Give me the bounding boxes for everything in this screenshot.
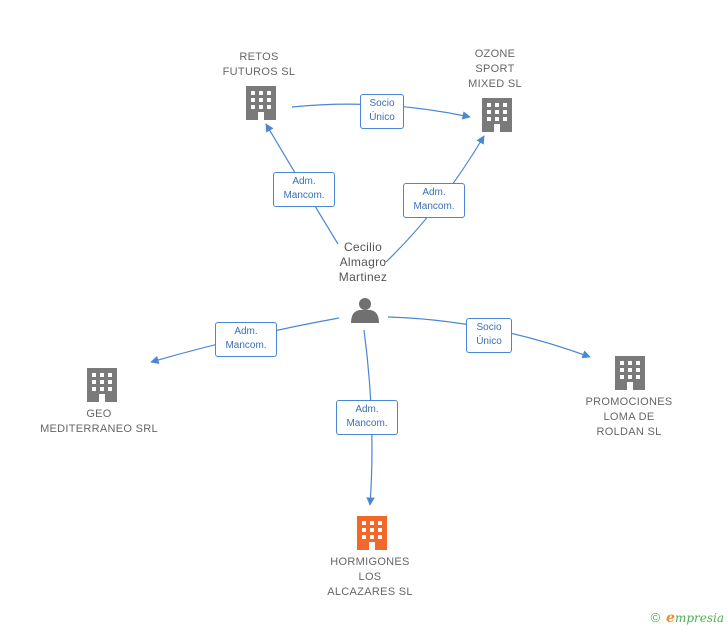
- building-icon-ozone[interactable]: [482, 98, 512, 132]
- node-label-promociones[interactable]: PROMOCIONES LOMA DE ROLDAN SL: [585, 396, 673, 438]
- building-icon-retos[interactable]: [246, 86, 276, 120]
- building-icon-hormigones[interactable]: [357, 516, 387, 550]
- building-icon-promociones[interactable]: [615, 356, 645, 390]
- building-icon-geo[interactable]: [87, 368, 117, 402]
- edge-label-center-ozone: Adm. Mancom.: [403, 183, 465, 218]
- node-label-retos[interactable]: RETOS FUTUROS SL: [222, 51, 296, 78]
- edge-label-center-promociones: Socio Único: [466, 318, 512, 353]
- brand-name: mpresia: [674, 611, 724, 625]
- node-label-center[interactable]: Cecilio Almagro Martinez: [338, 240, 388, 284]
- node-label-geo[interactable]: GEO MEDITERRANEO SRL: [40, 408, 158, 435]
- edge-label-center-geo: Adm. Mancom.: [215, 322, 277, 357]
- empresia-logo[interactable]: © empresia: [651, 610, 724, 626]
- brand-initial: e: [666, 610, 675, 626]
- node-label-ozone[interactable]: OZONE SPORT MIXED SL: [468, 48, 522, 90]
- edge-label-center-hormigones: Adm. Mancom.: [336, 400, 398, 435]
- edge-label-center-retos: Adm. Mancom.: [273, 172, 335, 207]
- copyright-symbol: ©: [650, 610, 661, 625]
- person-icon[interactable]: [351, 298, 379, 323]
- edge-label-retos-ozone: Socio Único: [360, 94, 404, 129]
- node-label-hormigones[interactable]: HORMIGONES LOS ALCAZARES SL: [327, 556, 413, 598]
